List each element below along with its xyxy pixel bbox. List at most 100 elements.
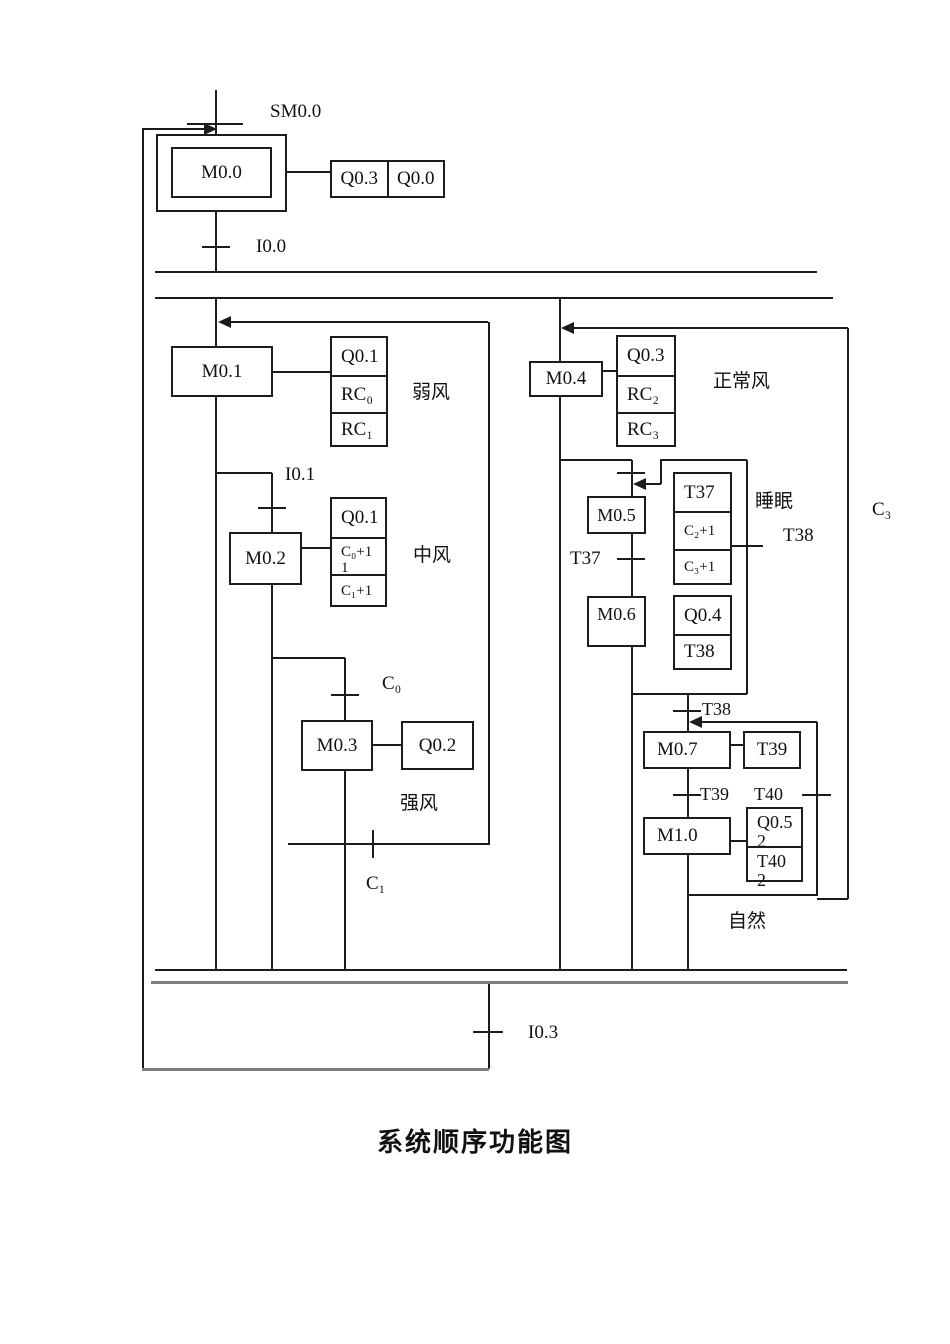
step-m05: M0.5 — [587, 496, 646, 534]
action-box-strong: Q0.2 — [401, 721, 474, 770]
step-m07: M0.7 — [643, 731, 731, 769]
action-cell: T40 2 — [748, 846, 801, 890]
action-box-init: Q0.3 Q0.0 — [330, 160, 445, 198]
flow-line-m03-branch — [344, 658, 346, 970]
action-cell: RC₁ — [332, 412, 386, 445]
action-cell: C₂+1 — [675, 511, 730, 549]
transition-label-t40: T40 — [754, 784, 783, 804]
flow-line-sleep-entry-arrow — [646, 483, 661, 485]
diagram-title: 系统顺序功能图 — [376, 1127, 573, 1157]
arrowhead-t40-loop-icon — [689, 716, 702, 728]
transition-tick-i01 — [258, 507, 286, 509]
action-cell: Q0.5 2 — [748, 809, 801, 851]
flow-line-m01-main — [215, 298, 217, 970]
arrowhead-c3-loop-icon — [561, 322, 574, 334]
mode-label-sleep: 睡眠 — [755, 491, 794, 512]
flow-line-left-loop-bottom — [288, 843, 488, 845]
action-cell: C₀+1 1 — [332, 537, 385, 576]
flow-line-t40-loop-arrow — [702, 721, 817, 723]
action-cell-line: 2 — [757, 831, 766, 851]
action-box-mid: Q0.1 C₀+1 1 C₁+1 — [330, 497, 387, 607]
transition-tick-t38 — [673, 710, 701, 712]
action-box-timer: T39 — [743, 731, 801, 769]
transition-label-t38-loop: T38 — [783, 525, 814, 546]
flow-line-m00-down — [215, 212, 217, 272]
connector-m01-action — [273, 371, 330, 373]
action-cell: RC₀ — [332, 375, 386, 412]
action-cell: Q0.1 — [341, 507, 379, 528]
action-box-natural: Q0.5 2 T40 2 — [746, 807, 803, 890]
flow-line-sleep-junction-bar — [631, 693, 747, 695]
action-cell: Q0.0 — [386, 162, 444, 196]
action-cell: T39 — [756, 739, 788, 760]
action-box-sleep: T37 C₂+1 C₃+1 — [673, 472, 732, 585]
action-cell-line: Q0.5 — [757, 812, 793, 832]
mode-label-strong: 强风 — [400, 793, 439, 814]
parallel-convergence-line-2 — [151, 981, 848, 984]
step-m01-label: M0.1 — [201, 360, 243, 382]
flow-line-sleep-loop-top — [660, 459, 747, 461]
transition-label-i01: I0.1 — [285, 464, 316, 485]
flow-line-t40-loop-vertical — [816, 722, 818, 895]
mode-label-natural: 自然 — [728, 911, 767, 932]
transition-tick-i03 — [473, 1031, 503, 1033]
mode-label-normal: 正常风 — [713, 371, 771, 392]
action-cell: Q0.1 — [341, 345, 379, 367]
action-box-normal: Q0.3 RC₂ RC₃ — [616, 335, 676, 447]
action-cell: Q0.2 — [418, 734, 457, 756]
action-box-weak: Q0.1 RC₀ RC₁ — [330, 336, 388, 447]
step-m00-label: M0.0 — [201, 161, 242, 183]
step-m06-label: M0.6 — [597, 604, 636, 624]
flow-line-outer-left-loop — [142, 128, 144, 1070]
flow-line-t40-loop-bottom — [687, 894, 818, 896]
action-cell: C₁+1 — [332, 574, 385, 605]
flow-line-branch-to-m05 — [559, 459, 632, 461]
step-m07-label: M0.7 — [657, 739, 698, 760]
step-m04-label: M0.4 — [545, 368, 587, 389]
action-cell: T37 — [684, 481, 715, 503]
flow-line-c3-loop-vertical — [847, 328, 849, 899]
flow-line-branch-to-m02 — [215, 472, 272, 474]
step-m03: M0.3 — [301, 720, 373, 771]
transition-label-i00: I0.0 — [256, 236, 287, 257]
action-cell-line: T40 — [757, 851, 786, 871]
action-cell-line: C₀+1 — [341, 544, 373, 560]
flow-line-m02-branch — [271, 473, 273, 970]
action-box-sleep2: Q0.4 T38 — [673, 595, 732, 670]
transition-label-sm00: SM0.0 — [270, 101, 322, 122]
flow-line-return-bottom — [142, 1068, 489, 1071]
step-m02-label: M0.2 — [245, 547, 286, 569]
transition-tick-t38-loop — [732, 545, 763, 547]
action-cell: Q0.4 — [684, 604, 722, 626]
step-m03-label: M0.3 — [316, 734, 358, 756]
transition-label-c3: C₃ — [872, 499, 892, 520]
flow-line-top-stub — [215, 90, 217, 147]
transition-tick-c0 — [331, 694, 359, 696]
action-cell: RC₂ — [618, 375, 674, 412]
action-cell: Q0.3 — [627, 345, 665, 366]
flow-line-sleep-loop-vertical — [746, 460, 748, 694]
step-m04: M0.4 — [529, 361, 603, 397]
transition-label-i03: I0.3 — [528, 1022, 559, 1043]
transition-label-c0: C₀ — [382, 673, 402, 694]
transition-tick-t40 — [802, 794, 831, 796]
action-cell-line: 1 — [341, 560, 349, 576]
action-cell: T38 — [675, 634, 730, 668]
step-m10-label: M1.0 — [657, 825, 698, 846]
mode-label-weak: 弱风 — [412, 382, 451, 403]
connector-m07-action — [731, 744, 744, 746]
connector-m02-action — [302, 547, 331, 549]
transition-tick-m05-entry — [617, 472, 645, 474]
parallel-divergence-line-1 — [155, 271, 817, 273]
transition-label-t39: T39 — [700, 784, 729, 804]
arrowhead-entry-right-icon — [204, 123, 217, 135]
action-cell: C₃+1 — [675, 549, 730, 583]
connector-m04-action — [603, 370, 617, 372]
arrowhead-left-loop-icon — [218, 316, 231, 328]
parallel-convergence-line-1 — [155, 969, 847, 971]
mode-label-mid: 中风 — [413, 545, 452, 566]
step-m00: M0.0 — [171, 147, 272, 198]
action-cell-line: 2 — [757, 870, 766, 890]
connector-m03-action — [373, 744, 402, 746]
